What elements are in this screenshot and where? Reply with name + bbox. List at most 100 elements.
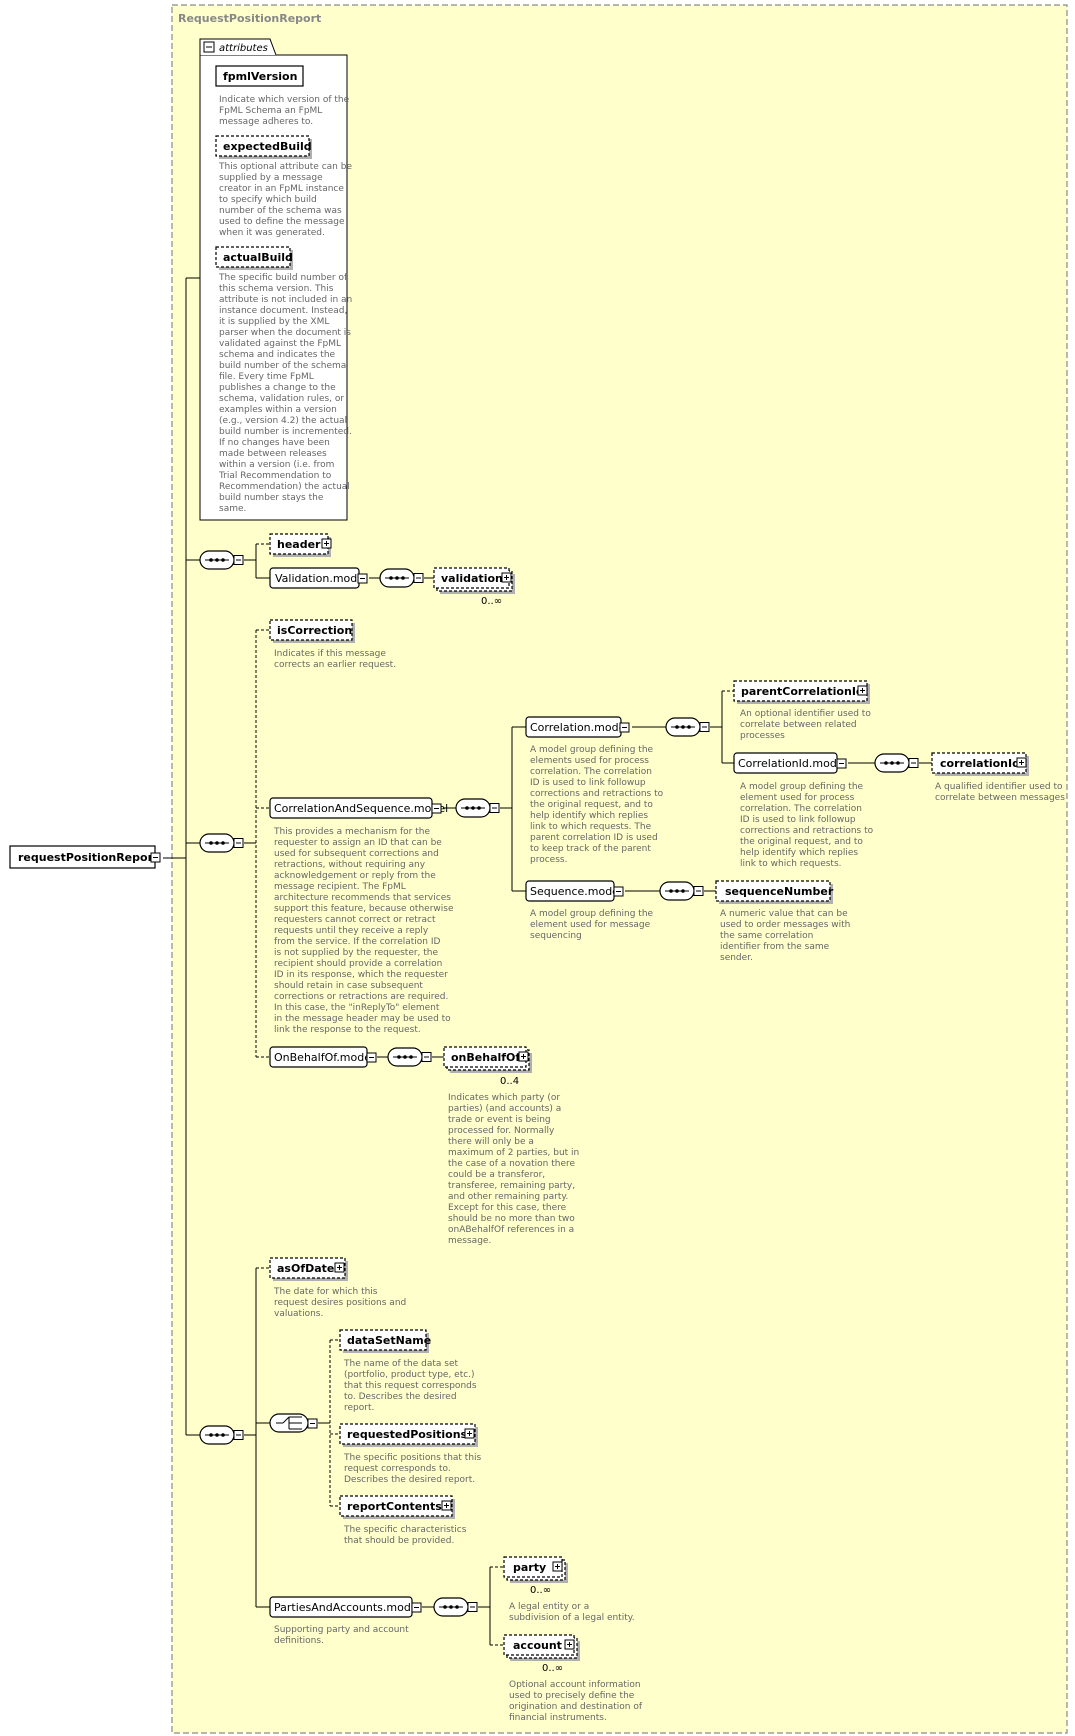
sequence-compositor[interactable] <box>199 1425 244 1445</box>
model-group-on-behalf-of[interactable]: OnBehalfOf.model <box>269 1046 377 1068</box>
description-line: A numeric value that can be <box>720 909 848 919</box>
element-parentCorrelationId[interactable]: parentCorrelationId <box>733 680 870 704</box>
sequence-compositor[interactable] <box>199 833 244 853</box>
expand-icon[interactable] <box>857 685 868 696</box>
element-onBehalfOf[interactable]: onBehalfOf <box>443 1046 532 1073</box>
expand-icon[interactable] <box>552 1561 563 1572</box>
cardinality-label: 0..4 <box>500 1076 519 1087</box>
description-line: transferee, remaining party, <box>448 1181 575 1191</box>
attribute-expectedBuild[interactable] <box>215 135 310 157</box>
element-dataSetName[interactable]: dataSetName <box>339 1329 431 1353</box>
model-group-correlation[interactable]: Correlation.model <box>525 716 630 738</box>
model-group-parties-and-accounts[interactable]: PartiesAndAccounts.model <box>269 1596 422 1618</box>
element-label: account <box>513 1639 562 1652</box>
description-line: processes <box>740 731 785 741</box>
element-description: The name of the data set(portfolio, prod… <box>343 1359 477 1413</box>
description-line: request desires positions and <box>274 1298 406 1308</box>
description-line: schema, validation rules, or <box>219 394 344 404</box>
description-line: and other remaining party. <box>448 1192 568 1202</box>
description-line: is not supplied by the requester, the <box>274 948 439 958</box>
description-line: trade or event is being <box>448 1115 551 1125</box>
sequence-compositor[interactable] <box>874 753 919 773</box>
description-line: link to which requests. The <box>530 822 652 832</box>
root-element[interactable]: requestPositionReport <box>9 845 161 869</box>
description-line: The name of the data set <box>343 1359 459 1369</box>
element-reportContents[interactable]: reportContents <box>339 1495 455 1519</box>
description-line: architecture recommends that services <box>274 893 451 903</box>
description-line: ID in its response, which the requester <box>274 970 448 980</box>
element-header[interactable]: header <box>269 533 332 557</box>
description-line: maximum of 2 parties, but in <box>448 1148 579 1158</box>
description-line: A qualified identifier used to <box>935 782 1063 792</box>
description-line: In this case, the "inReplyTo" element <box>274 1003 440 1013</box>
description-line: to specify which build <box>219 195 317 205</box>
expand-icon[interactable] <box>564 1639 575 1650</box>
description-line: validated against the FpML <box>219 339 341 349</box>
expand-icon[interactable] <box>518 1051 529 1062</box>
description-line: the original request, and to <box>530 800 653 810</box>
description-line: If no changes have been <box>219 438 330 448</box>
connector-wires <box>163 277 932 1646</box>
cardinality-label: 0..∞ <box>530 1585 551 1596</box>
description-line: The date for which this <box>273 1287 378 1297</box>
description-line: used to precisely define the <box>509 1691 635 1701</box>
expand-icon[interactable] <box>1016 757 1027 768</box>
description-line: examples within a version <box>219 405 337 415</box>
sequence-compositor[interactable] <box>433 1597 478 1617</box>
description-line: in the message header may be used to <box>274 1014 451 1024</box>
description-line: (portfolio, product type, etc.) <box>344 1370 475 1380</box>
description-line: should be no more than two <box>448 1214 575 1224</box>
attribute-label: expectedBuild <box>223 140 312 153</box>
sequence-compositor[interactable] <box>379 568 424 588</box>
sequence-compositor[interactable] <box>665 717 710 737</box>
description-line: subdivision of a legal entity. <box>509 1613 635 1623</box>
sequence-compositor[interactable] <box>455 798 500 818</box>
element-isCorrection[interactable]: isCorrection <box>269 619 355 643</box>
expand-icon[interactable] <box>501 572 512 583</box>
description-line: build number stays the <box>219 493 324 503</box>
element-asOfDate[interactable]: asOfDate <box>269 1257 348 1281</box>
sequence-compositor[interactable] <box>659 881 704 901</box>
description-line: within a version (i.e. from <box>219 460 334 470</box>
expand-icon[interactable] <box>321 538 332 549</box>
model-group-sequence[interactable]: Sequence.model <box>525 880 624 902</box>
description-line: Optional account information <box>509 1680 641 1690</box>
model-label: Validation.model <box>275 572 367 585</box>
attribute-actualBuild[interactable] <box>215 246 291 268</box>
element-party[interactable]: party <box>503 1556 568 1583</box>
element-requestedPositions[interactable]: requestedPositions <box>339 1423 478 1447</box>
element-sequenceNumber[interactable]: sequenceNumber <box>715 880 834 904</box>
description-line: attribute is not included in an <box>219 295 352 305</box>
element-account[interactable]: account <box>503 1634 580 1661</box>
element-label: correlationId <box>940 757 1020 770</box>
attributes-tab[interactable] <box>199 38 277 56</box>
description-line: The specific build number of <box>218 273 348 283</box>
sequence-compositor[interactable] <box>199 550 244 570</box>
description-line: instance document. Instead, <box>219 306 347 316</box>
description-line: help identify which replies <box>740 848 858 858</box>
model-group-correlation-and-sequence[interactable]: CorrelationAndSequence.model <box>269 797 448 819</box>
choice-compositor[interactable] <box>269 1413 318 1433</box>
description-line: from the service. If the correlation ID <box>274 937 441 947</box>
sequence-compositor[interactable] <box>387 1047 432 1067</box>
expand-icon[interactable] <box>464 1428 475 1439</box>
model-group-validation[interactable]: Validation.model <box>269 567 368 589</box>
element-label: isCorrection <box>277 624 352 637</box>
description-line: to. Describes the desired <box>344 1392 457 1402</box>
expand-icon[interactable] <box>441 1500 452 1511</box>
element-correlationId[interactable]: correlationId <box>931 752 1029 776</box>
description-line: retractions, without requiring any <box>274 860 426 870</box>
description-line: sequencing <box>530 931 582 941</box>
description-line: ID is used to link followup <box>740 815 856 825</box>
description-line: The specific characteristics <box>343 1525 467 1535</box>
description-line: should retain in case subsequent <box>274 981 423 991</box>
attribute-fpmlVersion[interactable] <box>215 65 304 87</box>
expand-icon[interactable] <box>334 1262 345 1273</box>
model-group-correlation-id[interactable]: CorrelationId.model <box>733 752 847 774</box>
element-validation[interactable]: validation <box>433 567 515 594</box>
